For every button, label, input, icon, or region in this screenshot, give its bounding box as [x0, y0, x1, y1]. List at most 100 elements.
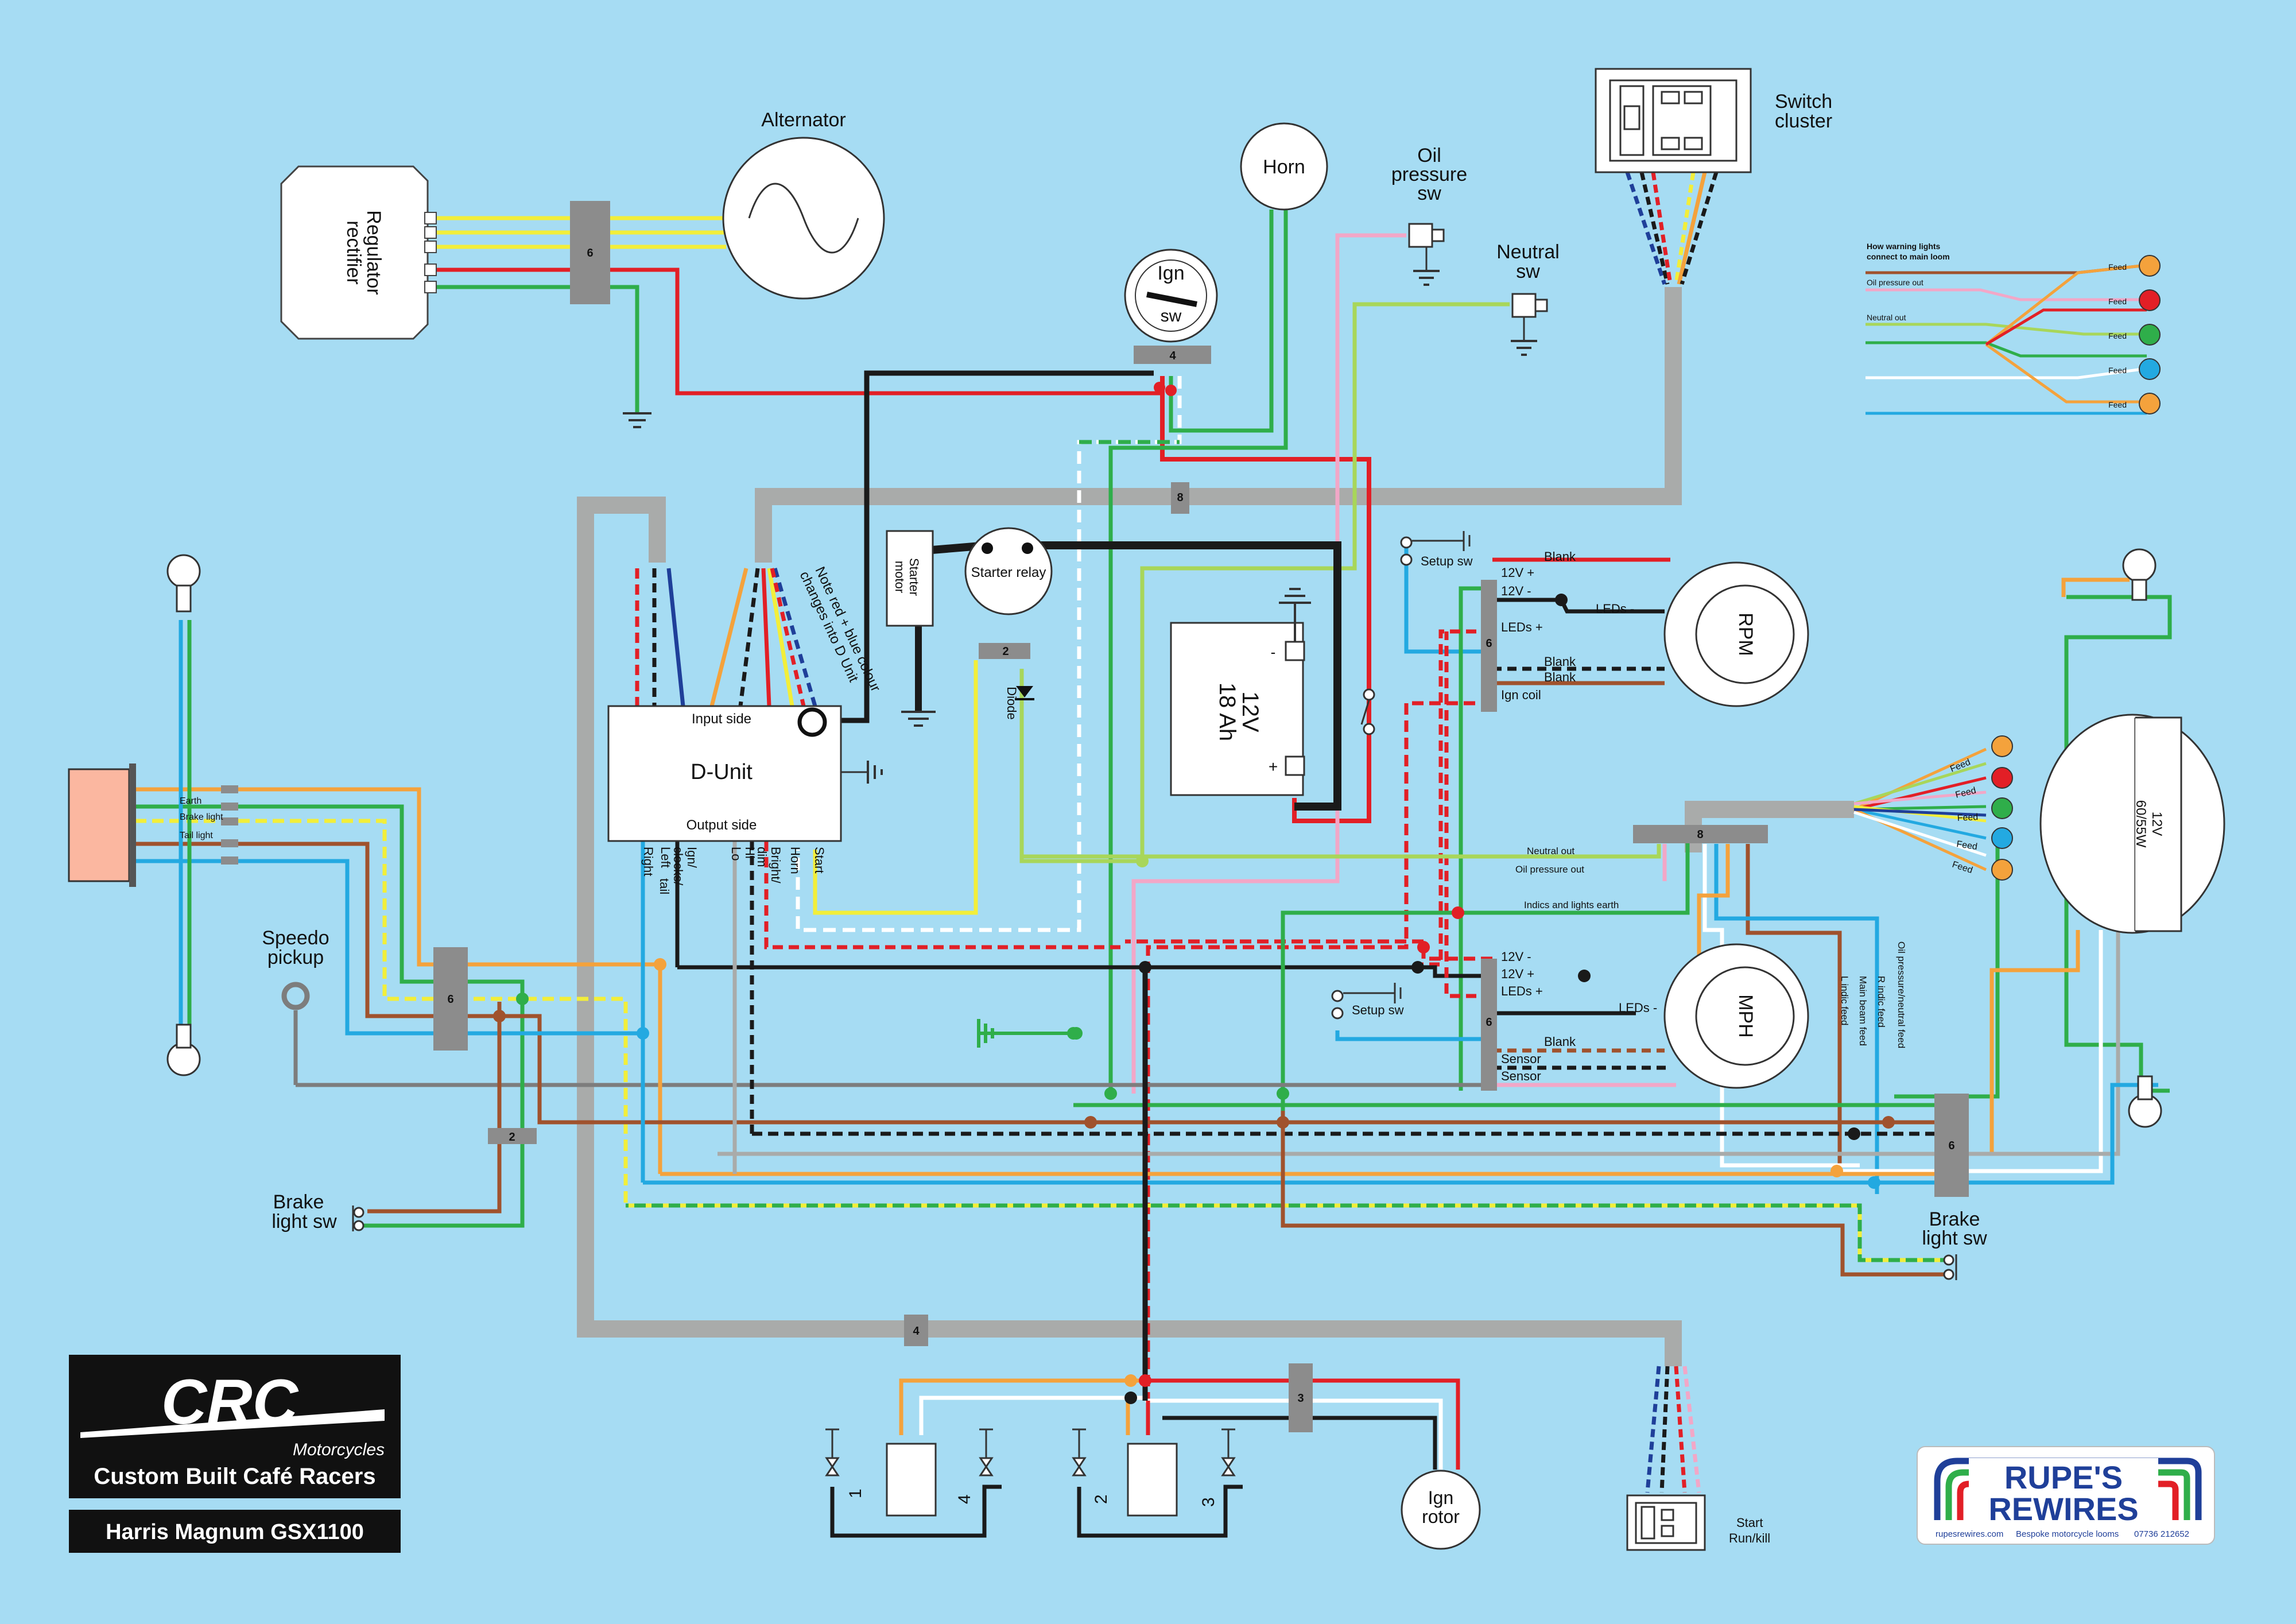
- rpm-pin: LEDs +: [1501, 620, 1543, 634]
- brake-right-label-2: light sw: [1922, 1227, 1987, 1249]
- connector-6-mph: [1481, 959, 1497, 1091]
- horn: Horn: [1240, 122, 1328, 211]
- headlight-wattage: 60/55W: [2133, 800, 2148, 848]
- regulator-label: Regulator: [363, 210, 385, 294]
- brake-left-label-1: Brake: [273, 1191, 324, 1213]
- connectors: [433, 201, 1969, 1432]
- ignition-coils: 1 4 2 3: [825, 1428, 1236, 1517]
- rpm-gauge: RPM Blank 12V + 12V - LEDs - LEDs + Blan…: [1501, 549, 1809, 707]
- key-title-1: How warning lights: [1867, 242, 1941, 251]
- setup-sw-label: Setup sw: [1421, 554, 1473, 568]
- connector-count: 6: [587, 247, 593, 259]
- connector-count: 8: [1177, 491, 1183, 504]
- setup-switch-rpm[interactable]: Setup sw: [1400, 531, 1473, 568]
- headlight-warning-lamps: Feed Feed Feed Feed Feed: [1853, 735, 2013, 881]
- connector-2-diode: [979, 643, 1030, 659]
- connector-4-ign: [1134, 346, 1211, 364]
- switch-cluster[interactable]: Switch cluster: [1595, 68, 1832, 173]
- warning-lamp: [2139, 324, 2161, 346]
- connector-6-right: [1934, 1094, 1969, 1197]
- connector-count: 2: [509, 1131, 515, 1144]
- tail-label: Tail light: [180, 831, 213, 840]
- rpm-label: RPM: [1735, 613, 1756, 656]
- vertical-labels: Oil pressure/neutral feed R indic feed M…: [1839, 941, 1907, 1048]
- starter-motor-label-2: motor: [893, 561, 907, 593]
- indicator-rear-right: [2128, 1075, 2162, 1128]
- warning-lights-key: How warning lights connect to main loom …: [1865, 242, 2161, 415]
- d-unit-input-label: Input side: [692, 711, 751, 727]
- switch-cluster-label-1: Switch: [1775, 91, 1832, 113]
- battery-capacity: 18 Ah: [1215, 683, 1240, 741]
- d-unit-output: dim: [755, 847, 769, 867]
- model-name: Harris Magnum GSX1100: [106, 1520, 364, 1544]
- key-row-neutral: Neutral out: [1867, 313, 1906, 322]
- rpm-pin: LEDs -: [1596, 602, 1634, 616]
- d-unit-output: Ign/: [685, 847, 699, 869]
- d-unit-output: Lo: [729, 847, 743, 861]
- regulator-rectifier: Regulator rectifier: [280, 165, 437, 340]
- vertical-label: L indic feed: [1839, 976, 1850, 1025]
- indicator-bulbs: [166, 548, 2162, 1128]
- rupes-url: rupesrewires.com: [1936, 1529, 2003, 1539]
- switch-cluster-label-2: cluster: [1775, 110, 1832, 132]
- start-run-kill-switch[interactable]: Start Run/kill: [1626, 1494, 1770, 1551]
- starter-motor-label-1: Starter: [907, 558, 921, 596]
- connector-count: 6: [1486, 637, 1492, 650]
- rupes-rewires-brand: RUPE'S REWIRES rupesrewires.com Bespoke …: [1917, 1446, 2215, 1545]
- crc-brand: CRC Motorcycles Custom Built Café Racers…: [69, 1355, 401, 1553]
- connector-3-coils: [1289, 1363, 1313, 1432]
- alternator: Alternator: [722, 109, 885, 300]
- key-feed: Feed: [2108, 262, 2127, 272]
- d-unit-output: Bright/: [769, 847, 783, 883]
- tail-label: Earth: [180, 796, 201, 806]
- rpm-pin: Blank: [1544, 654, 1576, 669]
- mph-pin: Blank: [1544, 1034, 1576, 1049]
- connector-counts: 6 4 8 2 6 6 6 8 6 2 4 3: [447, 247, 1954, 1405]
- warning-lamp: [2139, 393, 2161, 414]
- harness-label: Oil pressure out: [1515, 864, 1584, 875]
- brake-right-label-1: Brake: [1929, 1208, 1980, 1230]
- earth-symbol: [977, 1019, 1076, 1048]
- setup-switch-mph[interactable]: Setup sw: [1331, 983, 1404, 1020]
- mph-pin: 12V +: [1501, 967, 1534, 981]
- starter-motor: Starter motor: [886, 530, 936, 727]
- crc-tagline: Custom Built Café Racers: [94, 1464, 375, 1489]
- connector-count: 4: [913, 1325, 920, 1338]
- headlight-feed: Feed: [1957, 812, 1978, 823]
- diode: Diode: [1004, 686, 1034, 720]
- connector-count: 8: [1697, 828, 1703, 841]
- connector-2-brake: [488, 1128, 537, 1144]
- neutral-label-1: Neutral: [1496, 241, 1560, 263]
- ign-sw-label: Ign: [1157, 262, 1184, 284]
- crc-logo: CRC Motorcycles: [80, 1367, 385, 1459]
- mph-gauge: MPH 12V - 12V + LEDs + LEDs - Blank Sens…: [1501, 943, 1809, 1089]
- brake-left-label-2: light sw: [272, 1211, 337, 1232]
- rupes-line2: REWIRES: [1988, 1491, 2138, 1527]
- coil-number: 2: [1092, 1494, 1111, 1504]
- warning-lamp: [2139, 289, 2161, 311]
- connector-count: 2: [1002, 645, 1009, 658]
- speedo-label-2: pickup: [267, 947, 324, 968]
- d-unit-output: Left: [658, 847, 673, 868]
- rpm-pin: Blank: [1544, 549, 1576, 564]
- warning-lamp: [1991, 827, 2013, 849]
- battery-minus: -: [1271, 644, 1276, 661]
- ignition-switch[interactable]: Ign sw: [1124, 249, 1218, 343]
- battery-voltage: 12V: [1238, 691, 1263, 732]
- svg-text:CRC: CRC: [161, 1367, 299, 1437]
- warning-lamp: [2139, 255, 2161, 277]
- ignition-rotor: Ign rotor: [1401, 1470, 1481, 1550]
- d-unit-output: Hi: [743, 847, 757, 859]
- vertical-label: Oil pressure/neutral feed: [1896, 941, 1907, 1048]
- battery-plus: +: [1269, 758, 1278, 776]
- tail-light: Earth Brake light Tail light: [68, 763, 238, 887]
- connector-count: 6: [1486, 1016, 1492, 1029]
- speedo-pickup: Speedo pickup: [262, 927, 329, 1010]
- rectifier-label: rectifier: [343, 220, 364, 284]
- mph-label: MPH: [1735, 994, 1756, 1038]
- brake-switch-left: Brake light sw: [272, 1191, 364, 1232]
- starter-relay-label: Starter relay: [971, 565, 1046, 580]
- warning-lamp: [1991, 859, 2013, 881]
- warning-lamp: [1991, 797, 2013, 819]
